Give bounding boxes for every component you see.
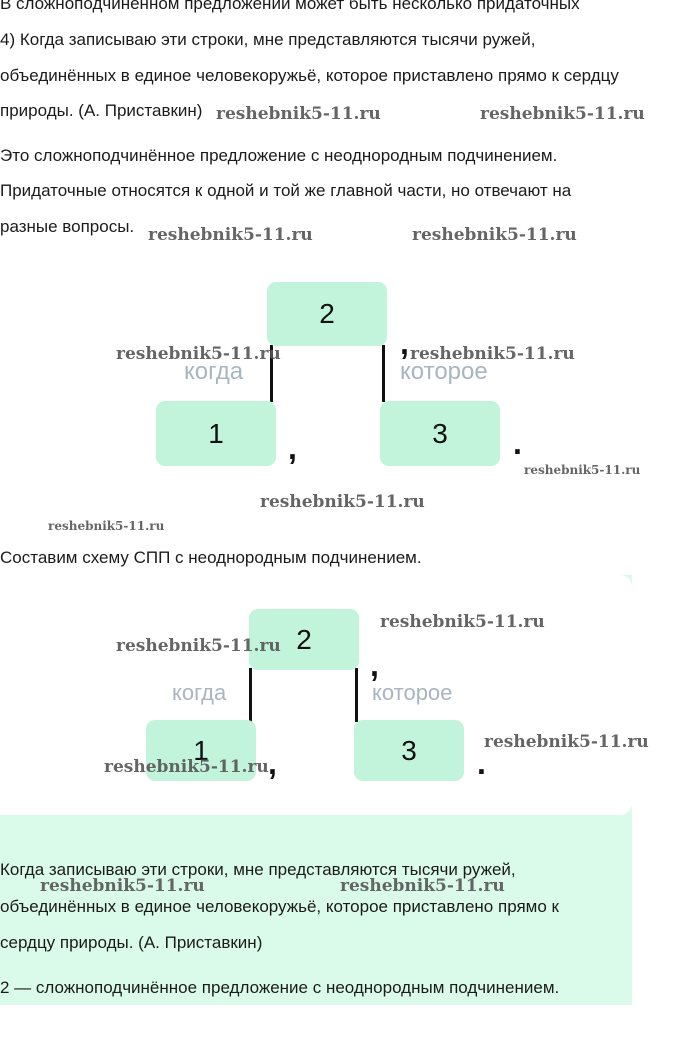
watermark: reshebnik5-11.ru: [116, 636, 281, 656]
conjunction-left: когда: [184, 358, 244, 385]
comma-middle: ,: [288, 430, 297, 466]
answer-line-3: сердцу природы. (А. Приставкин): [0, 933, 263, 952]
watermark: reshebnik5-11.ru: [116, 344, 281, 364]
main-clause-box: 2: [249, 609, 359, 670]
example-line-3: природы. (А. Приставкин): [0, 101, 203, 120]
watermark: reshebnik5-11.ru: [412, 225, 577, 245]
comma-top: ,: [400, 325, 409, 361]
answer-line-2: объединённых в единое человекоружьё, кот…: [0, 897, 559, 916]
watermark: reshebnik5-11.ru: [524, 463, 641, 477]
watermark: reshebnik5-11.ru: [260, 492, 425, 512]
watermark: reshebnik5-11.ru: [48, 519, 165, 533]
comma-top: ,: [370, 647, 379, 683]
explanation-line-1: Это сложноподчинённое предложение с неод…: [0, 146, 558, 165]
comma-middle: ,: [268, 745, 277, 781]
answer-line-4: 2 — сложноподчинённое предложение с неод…: [0, 978, 560, 997]
conjunction-left: когда: [172, 680, 227, 705]
watermark: reshebnik5-11.ru: [380, 612, 545, 632]
watermark: reshebnik5-11.ru: [340, 876, 505, 896]
watermark: reshebnik5-11.ru: [148, 225, 313, 245]
watermark: reshebnik5-11.ru: [484, 732, 649, 752]
watermark: reshebnik5-11.ru: [480, 104, 645, 124]
period: .: [477, 745, 486, 781]
connector-line-left: [270, 345, 273, 402]
answer-line-1: Когда записываю эти строки, мне представ…: [0, 860, 516, 879]
watermark: reshebnik5-11.ru: [410, 344, 575, 364]
connector-line-right: [355, 668, 358, 722]
watermark: reshebnik5-11.ru: [104, 757, 269, 777]
example-line-2: объединённых в единое человекоружьё, кот…: [0, 66, 619, 85]
scheme-heading: Составим схему СПП с неоднородным подчин…: [0, 548, 422, 567]
explanation-line-2: Придаточные относятся к одной и той же г…: [0, 181, 572, 200]
explanation-line-3: разные вопросы.: [0, 217, 135, 236]
subordinate-clause-box-1: 1: [156, 401, 276, 466]
subordinate-clause-box-1: 1: [146, 720, 256, 781]
watermark: reshebnik5-11.ru: [216, 104, 381, 124]
connector-line-right: [382, 345, 385, 402]
period: .: [513, 425, 522, 461]
watermark: reshebnik5-11.ru: [40, 876, 205, 896]
conjunction-right: которое: [400, 358, 488, 385]
subordinate-clause-box-3: 3: [380, 401, 500, 466]
main-clause-box: 2: [267, 282, 387, 346]
example-line-1: 4) Когда записываю эти строки, мне предс…: [0, 30, 536, 49]
connector-line-left: [249, 668, 252, 722]
conjunction-right: которое: [372, 680, 453, 705]
subordinate-clause-box-3: 3: [354, 720, 464, 781]
cut-off-text: В сложноподчинённом предложении может бы…: [0, 0, 580, 13]
